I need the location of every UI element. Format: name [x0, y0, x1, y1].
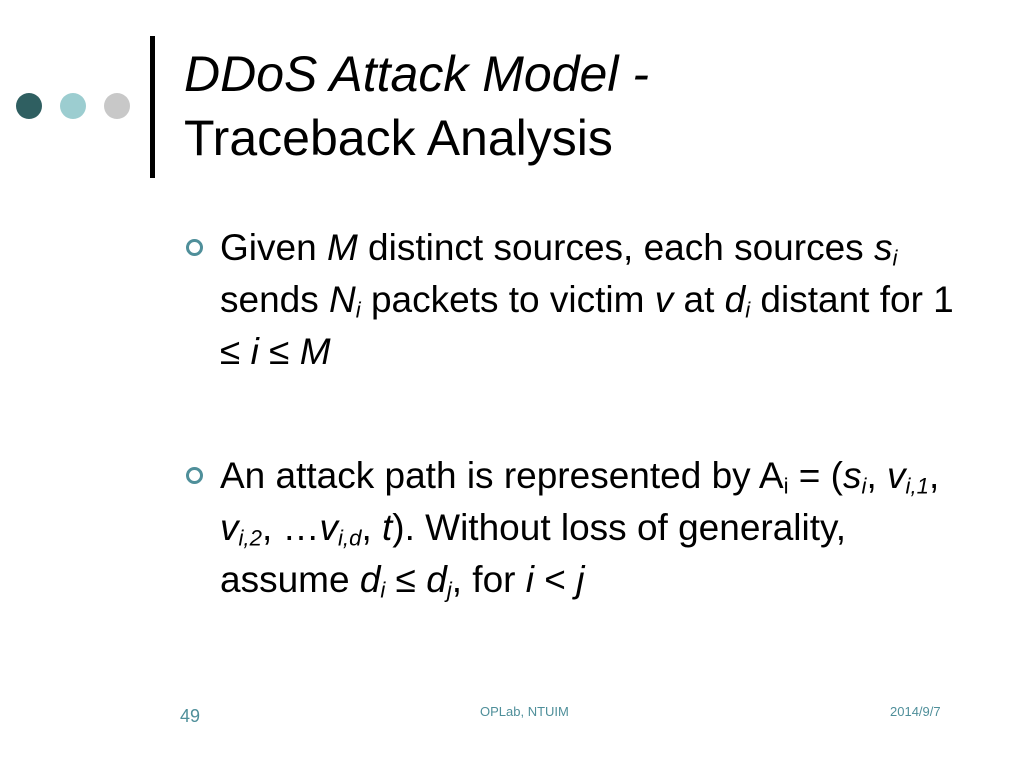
bullet-item-1: Given M distinct sources, each sources s… [180, 222, 960, 378]
footer-date: 2014/9/7 [890, 704, 941, 719]
title-line-1: DDoS Attack Model - [184, 46, 649, 102]
page-number: 49 [180, 706, 201, 726]
bullet-text: An attack path is represented by Ai = (s… [220, 455, 940, 603]
bullet-circle-icon [186, 467, 203, 484]
title-line-2: Traceback Analysis [184, 110, 613, 166]
dot-gray-icon [104, 93, 130, 119]
bullet-list: Given M distinct sources, each sources s… [180, 222, 960, 606]
dot-light-icon [60, 93, 86, 119]
bullet-item-2: An attack path is represented by Ai = (s… [180, 450, 960, 606]
footer-organization: OPLab, NTUIM [480, 704, 569, 719]
decorative-dots [16, 93, 132, 121]
dot-dark-icon [16, 93, 42, 119]
bullet-circle-icon [186, 239, 203, 256]
title-divider [150, 36, 155, 178]
bullet-text: Given M distinct sources, each sources s… [220, 227, 954, 372]
slide-title: DDoS Attack Model - Traceback Analysis [184, 42, 984, 170]
